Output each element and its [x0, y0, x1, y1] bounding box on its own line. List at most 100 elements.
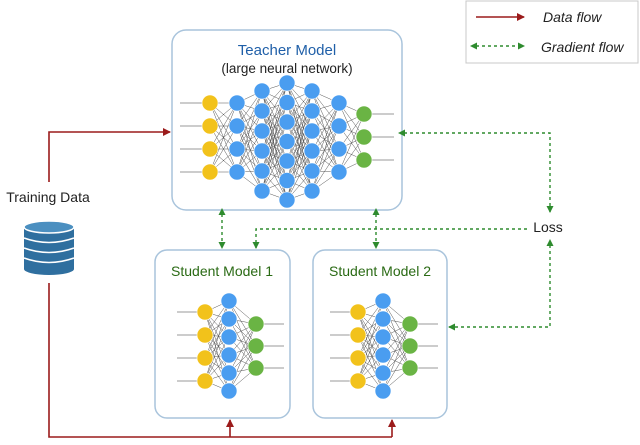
hidden-node	[303, 142, 321, 160]
network-edge	[236, 102, 263, 172]
network-edge	[228, 345, 257, 392]
hidden-node	[303, 82, 321, 100]
hidden-node	[228, 163, 246, 181]
teacher-title: Teacher Model	[238, 42, 336, 59]
hidden-node	[303, 102, 321, 120]
network-edge	[209, 102, 238, 173]
network-edge	[382, 300, 411, 347]
loss-label: Loss	[533, 219, 563, 235]
network-edge	[357, 336, 384, 382]
hidden-node	[374, 310, 392, 328]
teacher-subtitle: (large neural network)	[221, 61, 352, 76]
student-model-1-box: Student Model 1	[154, 249, 291, 419]
gradient-teacher-loss	[398, 129, 554, 213]
network-edge	[286, 90, 313, 142]
input-node	[196, 303, 214, 321]
legend: Data flow Gradient flow	[465, 0, 639, 64]
hidden-node	[278, 113, 296, 131]
network-edge	[204, 300, 230, 359]
output-node	[247, 315, 265, 333]
network-edge	[311, 148, 340, 192]
network-edge	[311, 102, 340, 152]
hidden-node	[228, 117, 246, 135]
network-edge	[204, 336, 230, 382]
network-edge	[236, 125, 263, 172]
hidden-node	[303, 182, 321, 200]
input-node	[201, 140, 219, 158]
hidden-node	[253, 182, 271, 200]
input-node	[349, 372, 367, 390]
hidden-node	[303, 162, 321, 180]
input-node	[196, 372, 214, 390]
network-edge	[357, 334, 384, 392]
student-1-title: Student Model 1	[171, 263, 273, 279]
output-node	[247, 359, 265, 377]
hidden-node	[220, 382, 238, 400]
data-flow-to-teacher	[48, 128, 171, 182]
input-node	[201, 163, 219, 181]
training-data-label: Training Data	[6, 189, 90, 205]
student-model-2-box: Student Model 2	[312, 249, 448, 419]
network-edge	[236, 125, 263, 192]
hidden-node	[374, 292, 392, 310]
network-edge	[204, 318, 230, 382]
student-1-network	[177, 292, 284, 400]
network-edge	[357, 318, 384, 382]
network-edge	[236, 110, 263, 173]
network-edge	[311, 125, 340, 192]
hidden-node	[228, 140, 246, 158]
network-edge	[261, 121, 288, 192]
input-node	[349, 349, 367, 367]
network-edge	[228, 300, 257, 347]
network-edge	[236, 90, 263, 150]
hidden-node	[330, 117, 348, 135]
input-node	[196, 326, 214, 344]
hidden-node	[220, 364, 238, 382]
hidden-node	[330, 140, 348, 158]
student-2-title: Student Model 2	[329, 263, 431, 279]
hidden-node	[220, 346, 238, 364]
hidden-node	[374, 364, 392, 382]
network-edge	[382, 345, 411, 392]
hidden-node	[374, 382, 392, 400]
hidden-node	[220, 292, 238, 310]
hidden-node	[253, 82, 271, 100]
hidden-node	[253, 122, 271, 140]
output-node	[355, 128, 373, 146]
input-node	[201, 94, 219, 112]
network-edge	[311, 125, 340, 172]
gradient-flow-arrows	[218, 129, 554, 331]
gradient-loss-student-1	[252, 228, 527, 249]
output-node	[355, 151, 373, 169]
input-node	[349, 303, 367, 321]
network-edge	[261, 82, 288, 152]
hidden-node	[220, 310, 238, 328]
network-edge	[209, 102, 238, 150]
network-edge	[286, 130, 313, 201]
teacher-network	[180, 74, 394, 209]
hidden-node	[253, 142, 271, 160]
data-flow-arrows	[48, 128, 396, 438]
database-icon	[23, 220, 75, 275]
network-edge	[286, 90, 313, 162]
hidden-node	[303, 122, 321, 140]
input-node	[196, 349, 214, 367]
gradient-loss-student-2	[448, 239, 554, 331]
network-edge	[228, 323, 257, 374]
hidden-node	[374, 346, 392, 364]
hidden-node	[330, 94, 348, 112]
hidden-node	[278, 172, 296, 189]
network-edge	[382, 323, 411, 374]
hidden-node	[278, 74, 296, 92]
hidden-node	[330, 163, 348, 181]
legend-gradient-flow-label: Gradient flow	[541, 39, 624, 55]
hidden-node	[374, 328, 392, 346]
input-node	[201, 117, 219, 135]
network-edge	[357, 300, 384, 359]
network-edge	[311, 90, 340, 150]
output-node	[355, 105, 373, 123]
output-node	[401, 359, 419, 377]
hidden-node	[228, 94, 246, 112]
hidden-node	[278, 152, 296, 170]
hidden-node	[253, 162, 271, 180]
